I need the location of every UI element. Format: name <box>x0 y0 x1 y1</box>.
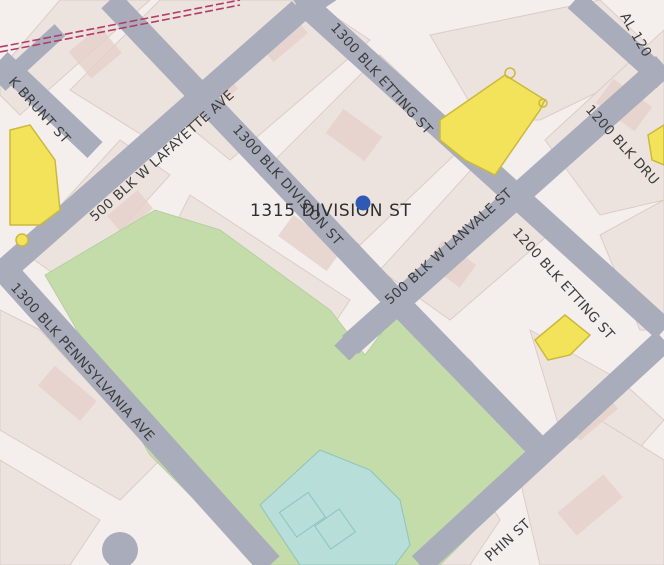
location-dot-icon <box>355 195 371 211</box>
road-division <box>101 0 404 309</box>
highlight-parcel-etting <box>439 74 546 176</box>
road-brunt <box>0 52 103 158</box>
highlight-parcel-east <box>647 124 664 166</box>
highlight-parcel-south <box>534 314 592 361</box>
roundabout <box>102 532 138 565</box>
address-label: 1315 DIVISION ST <box>250 201 412 221</box>
highlighted-parcels <box>9 67 664 361</box>
road-druid <box>567 0 664 89</box>
highlight-parcel-west <box>9 124 61 226</box>
address-marker[interactable]: 1315 DIVISION ST <box>250 195 412 222</box>
road-pennsylvania <box>0 256 280 565</box>
pool-feature <box>259 449 411 565</box>
rail-line <box>0 0 241 53</box>
road-lafayette <box>0 0 308 280</box>
